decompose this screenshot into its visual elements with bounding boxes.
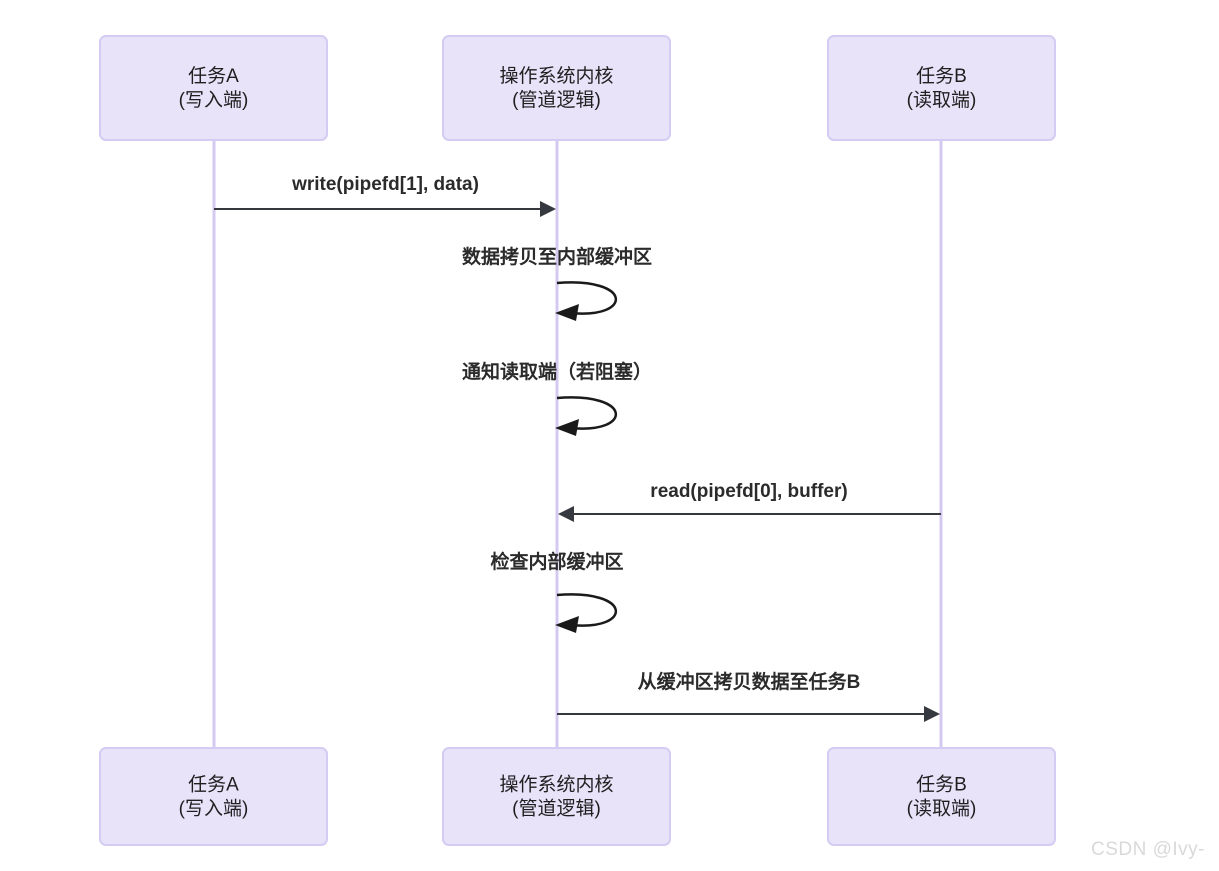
message-label-copy-from-buffer: 从缓冲区拷贝数据至任务B [638, 670, 861, 693]
actor-task-a-top[interactable]: 任务A(写入端) [99, 35, 328, 141]
top-actor-boxes: 任务A(写入端) 操作系统内核(管道逻辑) 任务B(读取端) [99, 35, 1056, 141]
message-label-copy-to-buffer: 数据拷贝至内部缓冲区 [462, 245, 652, 268]
self-loop-arrowhead-notify-reader [555, 419, 579, 436]
actor-label-primary-task-b: 任务B [916, 65, 967, 87]
actor-label-primary-os-kernel: 操作系统内核 [499, 774, 613, 796]
message-label-notify-reader: 通知读取端（若阻塞） [462, 360, 652, 383]
message-copy-to-buffer [555, 281, 617, 321]
messages-group [214, 201, 941, 722]
self-loop-arrowhead-copy-to-buffer [555, 304, 579, 321]
actor-box-task-b[interactable] [827, 747, 1056, 846]
actor-os-kernel-top[interactable]: 操作系统内核(管道逻辑) [442, 35, 671, 141]
message-label-check-buffer: 检查内部缓冲区 [490, 550, 623, 573]
lifelines-group [212, 140, 943, 748]
actor-label-secondary-task-b: (读取端) [907, 89, 977, 111]
actor-label-secondary-task-a: (写入端) [179, 89, 249, 111]
actor-label-secondary-task-a: (写入端) [179, 798, 249, 820]
actor-label-secondary-os-kernel: (管道逻辑) [512, 798, 601, 820]
self-loop-arrowhead-check-buffer [555, 616, 579, 633]
message-copy-from-buffer [557, 706, 940, 722]
self-loop-path-check-buffer [556, 593, 617, 627]
actor-task-a-bottom[interactable]: 任务A(写入端) [99, 747, 328, 846]
message-write-call [214, 201, 556, 217]
actor-label-primary-task-a: 任务A [188, 65, 239, 87]
actor-label-primary-task-b: 任务B [916, 774, 967, 796]
message-read-call [558, 506, 941, 522]
actor-os-kernel-bottom[interactable]: 操作系统内核(管道逻辑) [442, 747, 671, 846]
csdn-watermark: CSDN @Ivy- [1090, 839, 1205, 860]
message-labels: write(pipefd[1], data) 数据拷贝至内部缓冲区通知读取端（若阻… [291, 174, 860, 693]
message-label-write-call: write(pipefd[1], data) [291, 174, 479, 195]
message-arrowhead-copy-from-buffer [924, 706, 940, 722]
actor-box-os-kernel[interactable] [442, 35, 671, 141]
actor-box-os-kernel[interactable] [442, 747, 671, 846]
actor-label-primary-os-kernel: 操作系统内核 [499, 65, 613, 87]
actor-label-primary-task-a: 任务A [188, 774, 239, 796]
message-arrowhead-write-call [540, 201, 556, 217]
actor-box-task-a[interactable] [99, 747, 328, 846]
actor-task-b-top[interactable]: 任务B(读取端) [827, 35, 1056, 141]
actor-label-secondary-task-b: (读取端) [907, 798, 977, 820]
self-loop-path-notify-reader [556, 396, 617, 430]
actor-label-secondary-os-kernel: (管道逻辑) [512, 89, 601, 111]
actor-box-task-a[interactable] [99, 35, 328, 141]
message-label-read-call: read(pipefd[0], buffer) [650, 481, 847, 502]
actor-task-b-bottom[interactable]: 任务B(读取端) [827, 747, 1056, 846]
message-notify-reader [555, 396, 617, 436]
self-loop-path-copy-to-buffer [556, 281, 617, 315]
message-arrowhead-read-call [558, 506, 574, 522]
message-check-buffer [555, 593, 617, 633]
bottom-actor-boxes: 任务A(写入端) 操作系统内核(管道逻辑) 任务B(读取端) [99, 747, 1056, 846]
actor-box-task-b[interactable] [827, 35, 1056, 141]
